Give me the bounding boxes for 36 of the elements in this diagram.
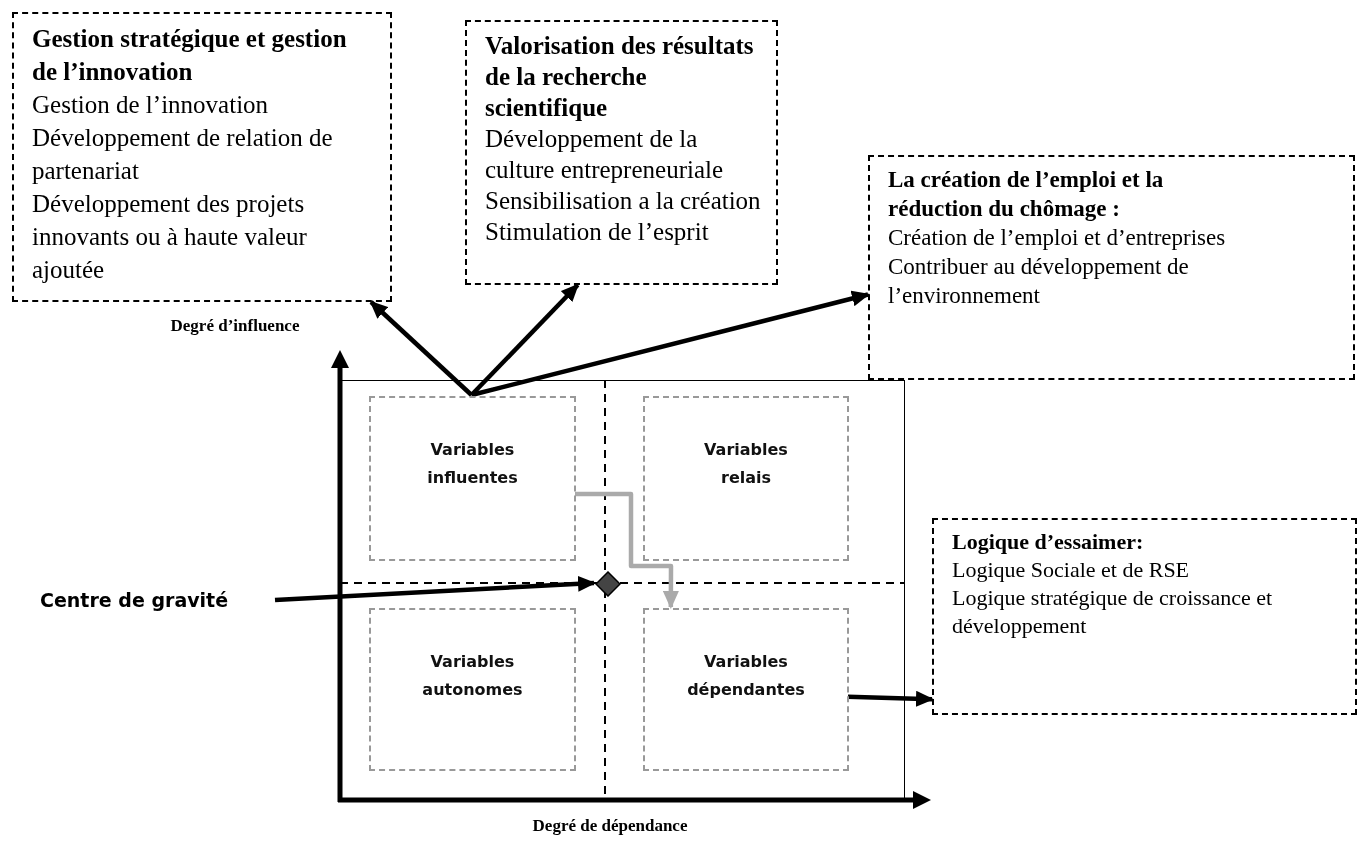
box-text: Sensibilisation a la création: [485, 186, 762, 216]
dashed-text-box: [12, 12, 392, 302]
box-heading: Logique d’essaimer:: [952, 528, 1145, 556]
arrow: [469, 283, 580, 397]
box-text: Gestion de l’innovation: [32, 90, 270, 120]
dashed-text-box: [868, 155, 1355, 380]
quadrant-box: [369, 396, 576, 561]
quadrant-label: Variables autonomes: [421, 651, 524, 701]
box-text: Développement des projets innovants ou à haute valeur ajoutée: [32, 189, 308, 285]
text-label: Centre de gravité: [40, 585, 275, 615]
arrow: [575, 491, 679, 609]
quadrant-label: Variables relais: [703, 439, 789, 489]
box-text: Contribuer au développement de l’environnement: [888, 253, 1190, 310]
box-text: Création de l’emploi et d’entreprises: [888, 224, 1227, 252]
arrow: [470, 290, 870, 398]
quadrant-box: [643, 396, 849, 561]
box-heading: La création de l’emploi et la réduction du chômage :: [888, 166, 1165, 223]
box-text: Développement de relation de partenariat: [32, 123, 334, 186]
arrow: [847, 690, 934, 707]
quadrant-box: [369, 608, 576, 771]
arrow: [274, 575, 596, 603]
box-text: Logique Sociale et de RSE: [952, 556, 1191, 584]
box-heading: Gestion stratégique et gestion de l’innovation: [32, 24, 348, 87]
arrow: [369, 300, 474, 397]
box-text: Logique stratégique de croissance et développement: [952, 584, 1274, 640]
box-heading: Valorisation des résultats de la recherche scientifique: [485, 31, 755, 123]
box-text: Développement de la culture entrepreneuriale: [485, 124, 725, 185]
quadrant-label: Variables influentes: [426, 439, 519, 489]
dashed-text-box: [932, 518, 1357, 715]
box-text: Stimulation de l’esprit: [485, 217, 710, 247]
matrix-frame: [340, 380, 905, 800]
quadrant-label: Variables dépendantes: [686, 651, 806, 701]
quadrant-box: [643, 608, 849, 771]
dashed-text-box: [465, 20, 778, 285]
axis-label: Degré de dépendance: [531, 816, 689, 836]
axis-label: Degré d’influence: [169, 316, 301, 336]
